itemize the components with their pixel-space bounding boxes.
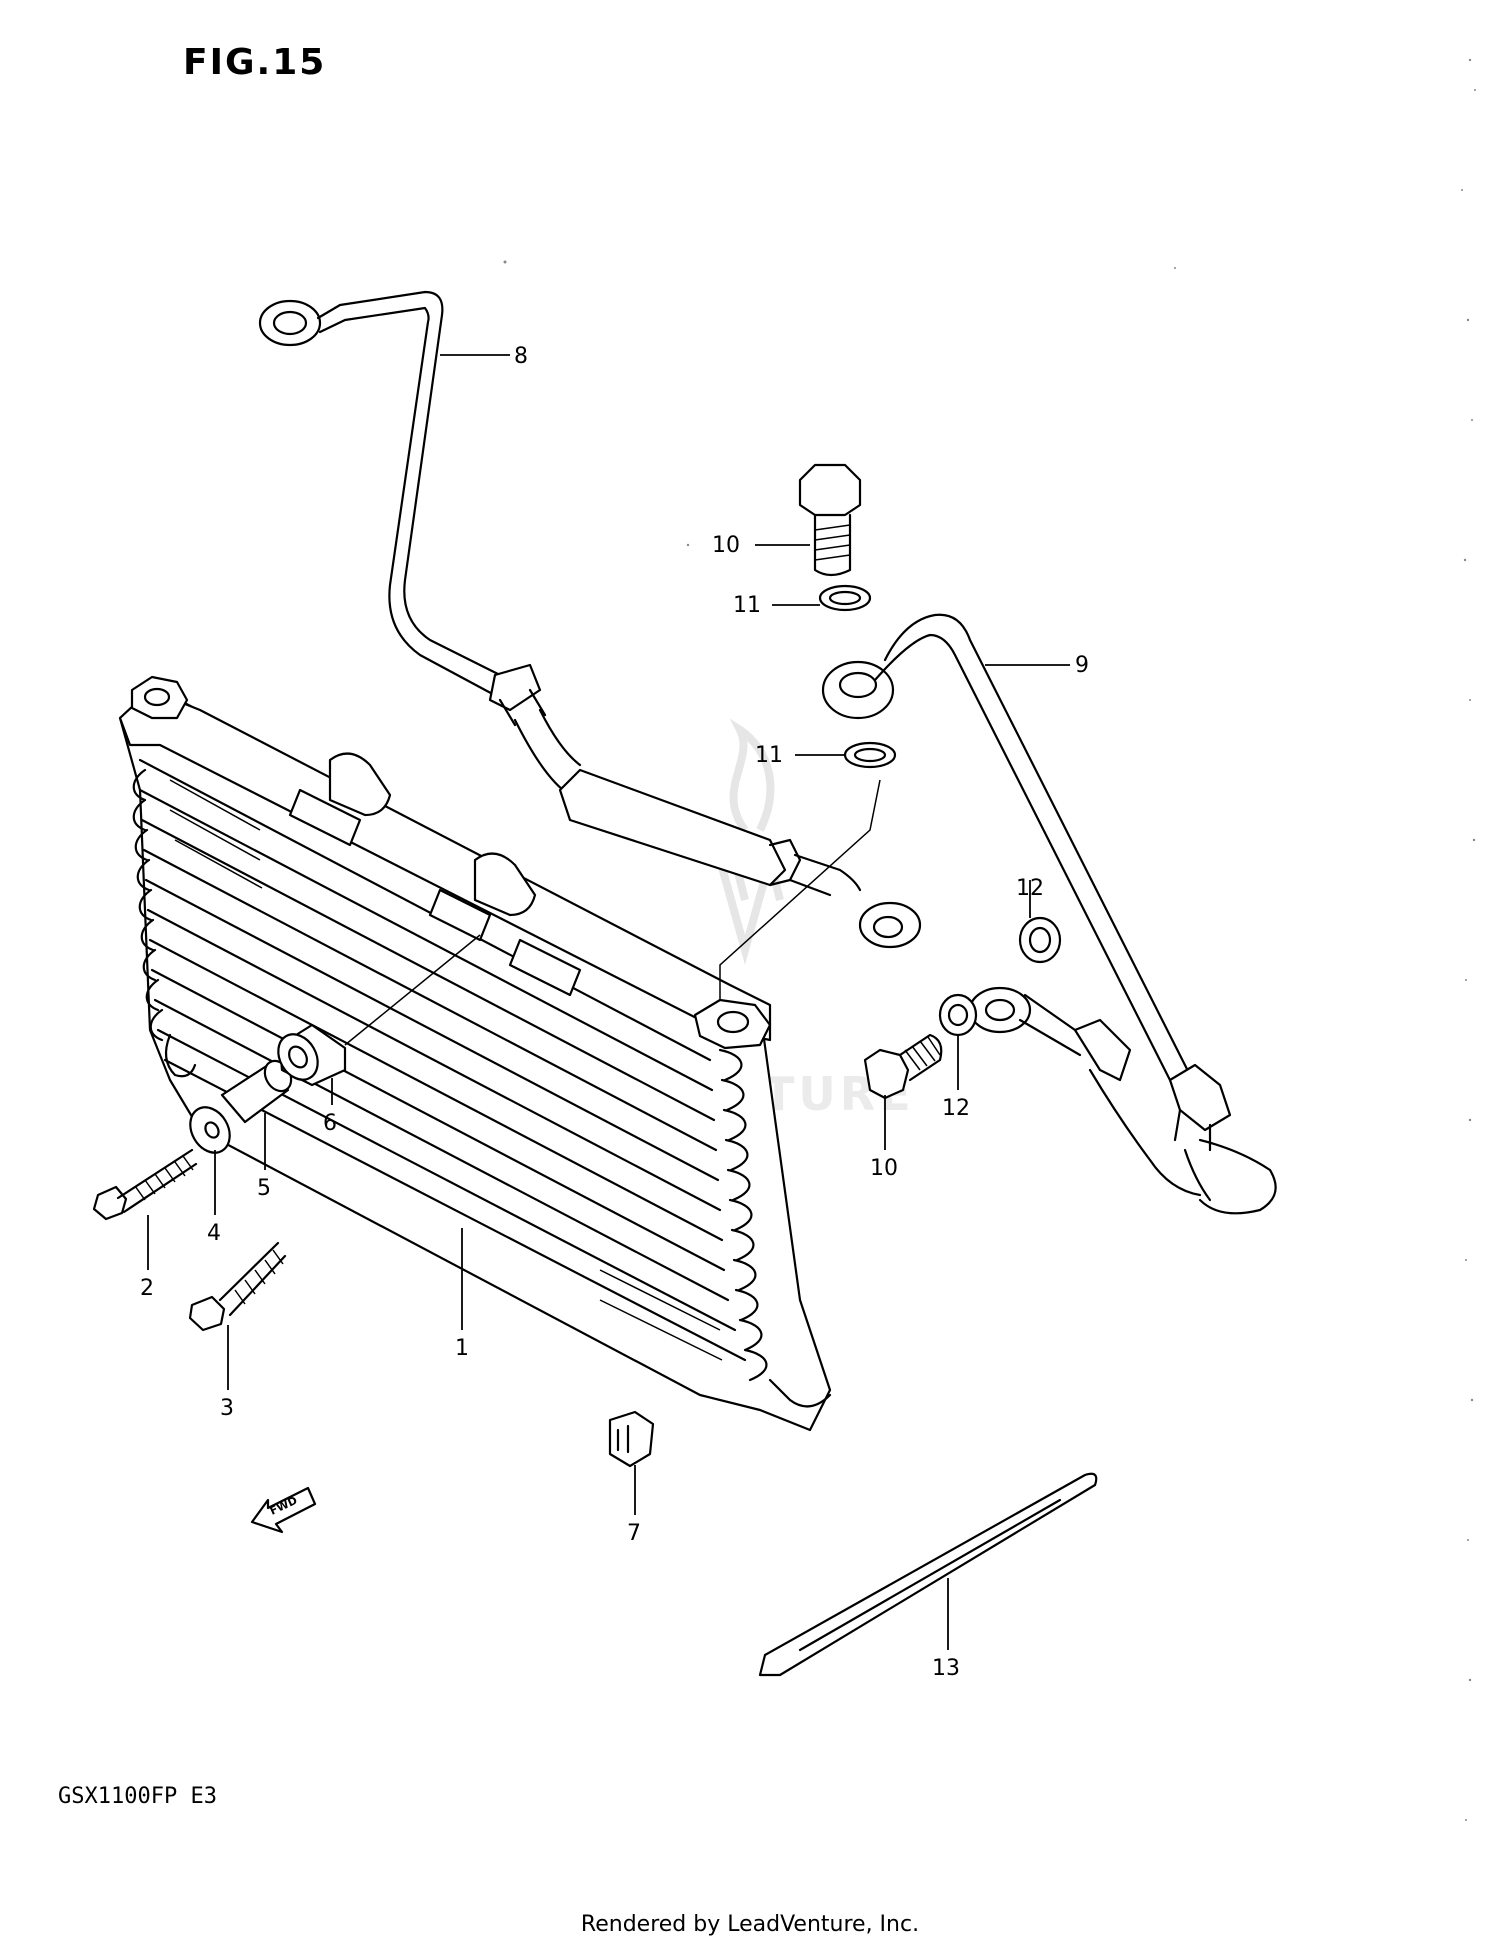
oil-hose-8[interactable]: [258, 290, 922, 949]
callout-11b: 11: [755, 743, 783, 768]
union-bolt-10-bottom[interactable]: [863, 1033, 943, 1100]
clamp-band-13[interactable]: [758, 1472, 1098, 1677]
alignment-line: [719, 779, 881, 1000]
bolt-3[interactable]: [188, 1241, 287, 1332]
scan-speckles: [503, 58, 1476, 1821]
callout-2: 2: [140, 1276, 154, 1301]
union-bolt-10-top[interactable]: [798, 463, 862, 577]
callout-8: 8: [514, 344, 528, 369]
bolt-2[interactable]: [92, 1148, 198, 1221]
gasket-11-bottom[interactable]: [843, 741, 897, 769]
callout-5: 5: [257, 1176, 271, 1201]
washer-4[interactable]: [182, 1100, 237, 1160]
callout-7: 7: [627, 1521, 641, 1546]
callout-10b: 10: [870, 1156, 898, 1181]
callout-11a: 11: [733, 593, 761, 618]
callout-4: 4: [207, 1221, 221, 1246]
callout-3: 3: [220, 1396, 234, 1421]
callout-10a: 10: [712, 533, 740, 558]
model-code: GSX1100FP E3: [58, 1784, 217, 1809]
forward-direction-arrow: FWD: [250, 1486, 317, 1534]
cushion-6[interactable]: [270, 934, 481, 1087]
gasket-11-top[interactable]: [818, 584, 872, 612]
oil-cooler-radiator[interactable]: [118, 675, 832, 1432]
figure-title: FIG.15: [183, 42, 327, 83]
callout-12a: 12: [1016, 876, 1044, 901]
callout-13: 13: [932, 1656, 960, 1681]
clip-7[interactable]: [608, 1410, 655, 1468]
callout-9: 9: [1075, 653, 1089, 678]
oil-hose-9[interactable]: [821, 613, 1277, 1215]
callout-1: 1: [455, 1336, 469, 1361]
gasket-12-bottom[interactable]: [938, 993, 978, 1037]
callout-6: 6: [323, 1111, 337, 1136]
footer-credit: Rendered by LeadVenture, Inc.: [580, 1912, 920, 1937]
gasket-12-top[interactable]: [1018, 916, 1062, 964]
callout-12b: 12: [942, 1096, 970, 1121]
